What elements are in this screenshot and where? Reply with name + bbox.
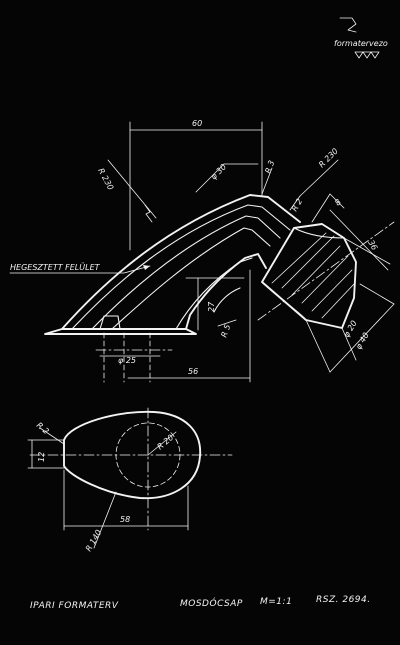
dim-r2-top: R 2: [290, 197, 304, 213]
dim-r140: R 140: [84, 528, 103, 553]
logo-text: formatervezo: [334, 39, 388, 48]
spout-outer-contour: [61, 194, 301, 330]
dim-r230-right: R 230: [317, 147, 340, 170]
dim-8: 8: [333, 197, 343, 207]
handle-outline: [261, 223, 357, 329]
dim-dia-40: φ 40: [354, 331, 371, 351]
base-plate: [44, 328, 197, 335]
dim-58: 58: [120, 515, 130, 524]
dim-56: 56: [188, 367, 198, 376]
dim-r3: R 3: [263, 159, 276, 174]
dim-dia-25: φ 25: [118, 356, 136, 365]
welded-surface-label: HEGESZTETT FELÜLET: [10, 262, 101, 272]
spout-inner-contour: [185, 253, 267, 330]
dim-36: 36: [366, 239, 379, 252]
dim-12: 12: [37, 452, 46, 462]
title-maker: IPARI FORMATERV: [30, 601, 119, 611]
dim-60: 60: [192, 119, 202, 128]
title-object: MOSDÓCSAP: [180, 597, 243, 609]
logo: formatervezo: [334, 17, 388, 59]
dim-r20: R 20: [156, 433, 176, 452]
title-number: RSZ. 2694.: [316, 595, 371, 605]
welded-surface-callout: HEGESZTETT FELÜLET: [9, 262, 151, 274]
faucet-plan-view: R 2 12 R 20 58 R 140: [27, 407, 233, 553]
dim-r5: R 5: [219, 323, 232, 338]
title-scale: M=1:1: [260, 597, 292, 607]
dim-27: 27: [207, 301, 216, 312]
teardrop-outline: [63, 410, 201, 500]
faucet-side-view: [44, 194, 357, 335]
dim-dia-30: φ 30: [209, 162, 228, 181]
dim-r230-left: R 230: [96, 167, 115, 192]
title-block: IPARI FORMATERV MOSDÓCSAP M=1:1 RSZ. 269…: [30, 595, 371, 611]
